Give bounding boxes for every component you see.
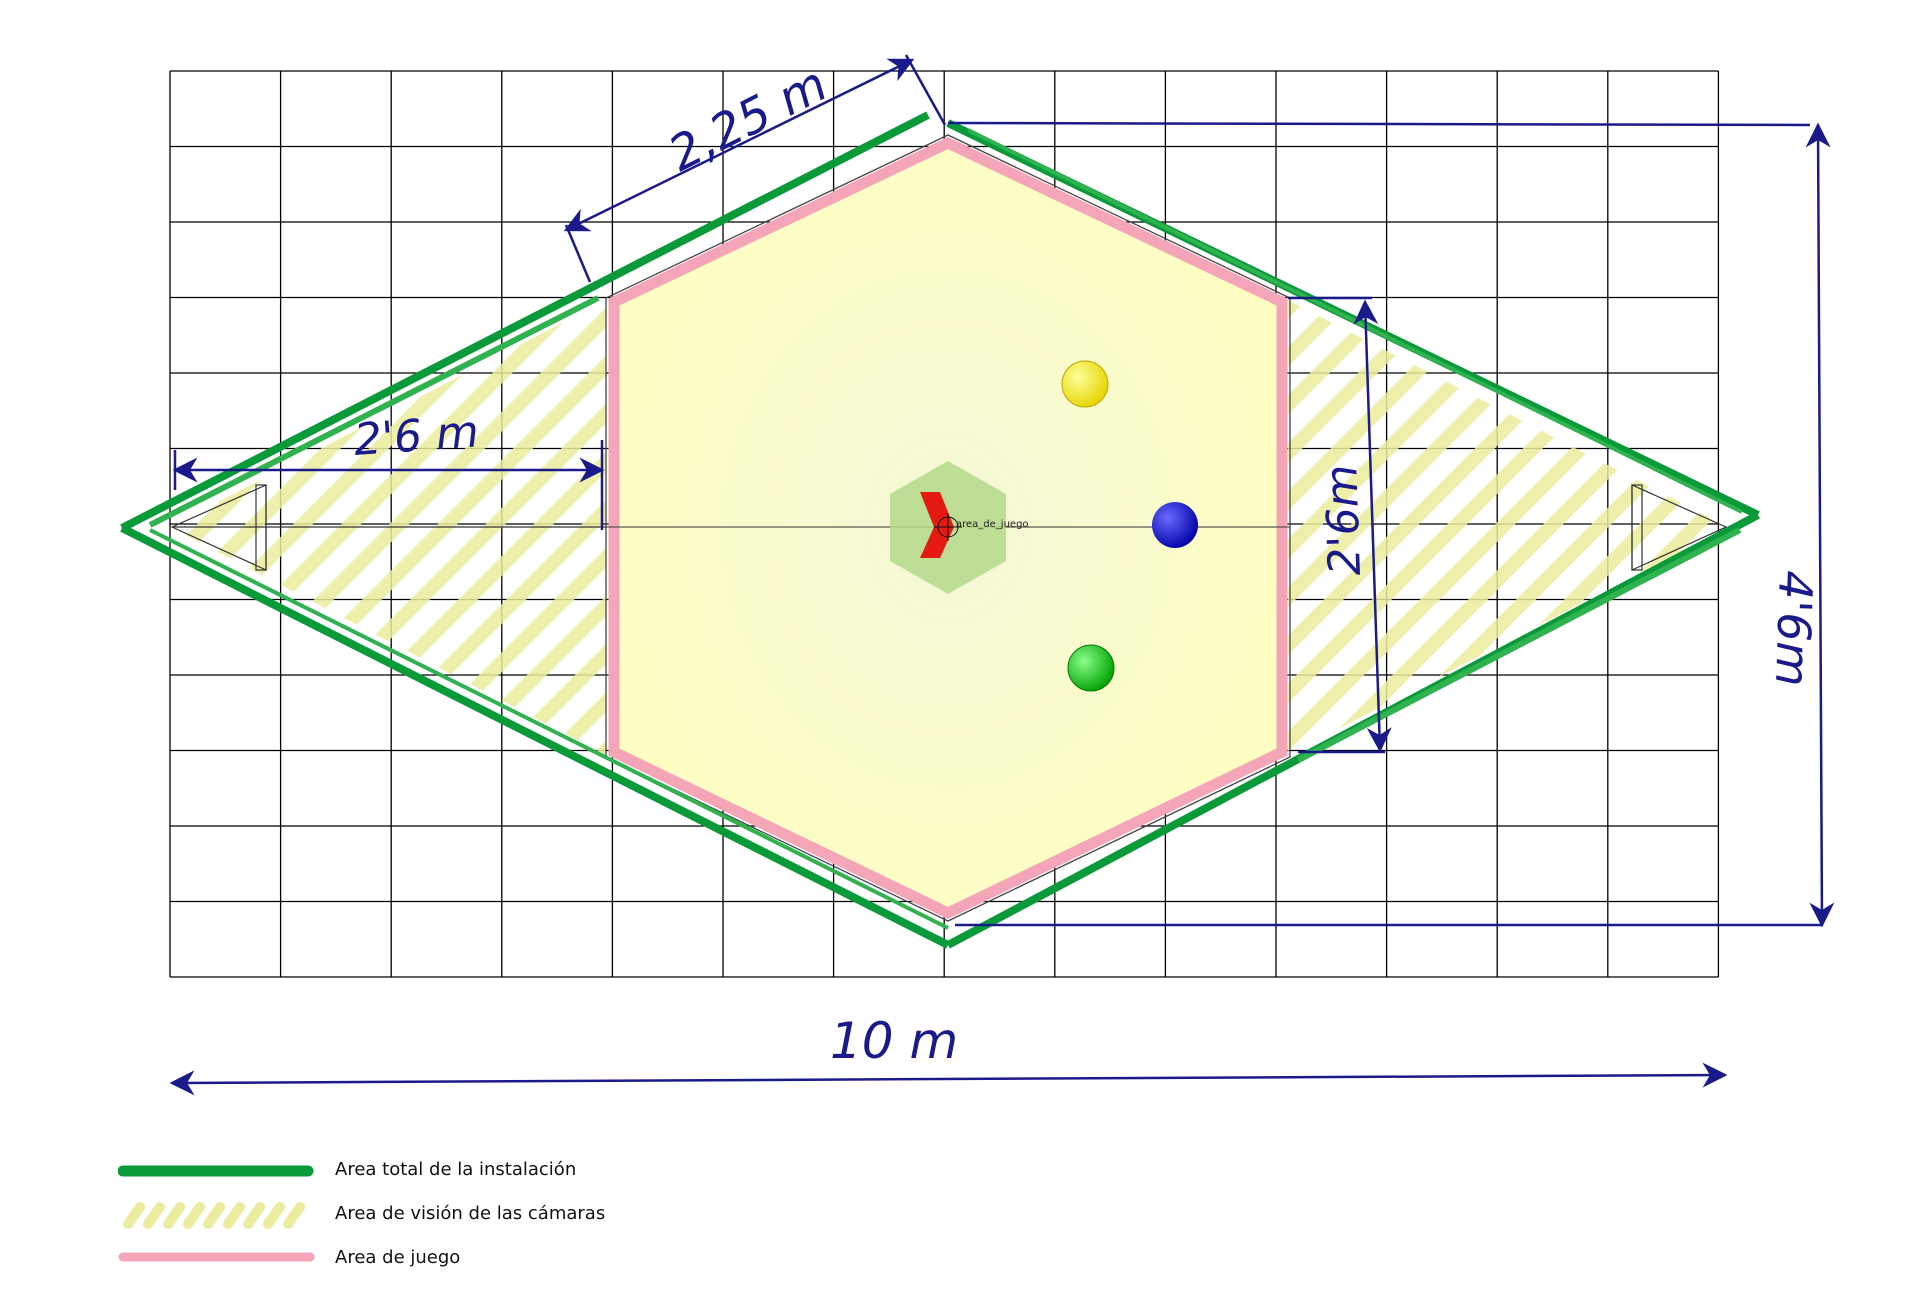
camera-view-right: [1288, 300, 1728, 755]
blue-ball: [1152, 502, 1198, 548]
camera-right: [1631, 484, 1728, 571]
legend-label-play: Area de juego: [335, 1247, 461, 1268]
installation-swatch: [118, 1165, 314, 1177]
center-marker: area_de_juego: [890, 461, 1029, 594]
center-label: area_de_juego: [956, 519, 1029, 530]
legend-label-camera: Area de visión de las cámaras: [335, 1203, 606, 1224]
green-ball: [1067, 644, 1115, 692]
label-right-height: 2'6m: [1316, 464, 1371, 577]
play-area-swatch: [118, 1252, 315, 1262]
label-left-width: 2'6 m: [352, 406, 480, 466]
camera-hatch-swatch: [123, 1202, 305, 1229]
label-total-height: 4'6m: [1765, 570, 1823, 688]
dimension-lines: [169, 54, 1835, 1096]
label-total-width: 10 m: [830, 1012, 958, 1070]
label-side-length: 2,25 m: [660, 56, 836, 183]
camera-left: [170, 484, 606, 571]
yellow-ball: [1061, 360, 1109, 408]
legend-label-installation: Area total de la instalación: [335, 1159, 577, 1180]
